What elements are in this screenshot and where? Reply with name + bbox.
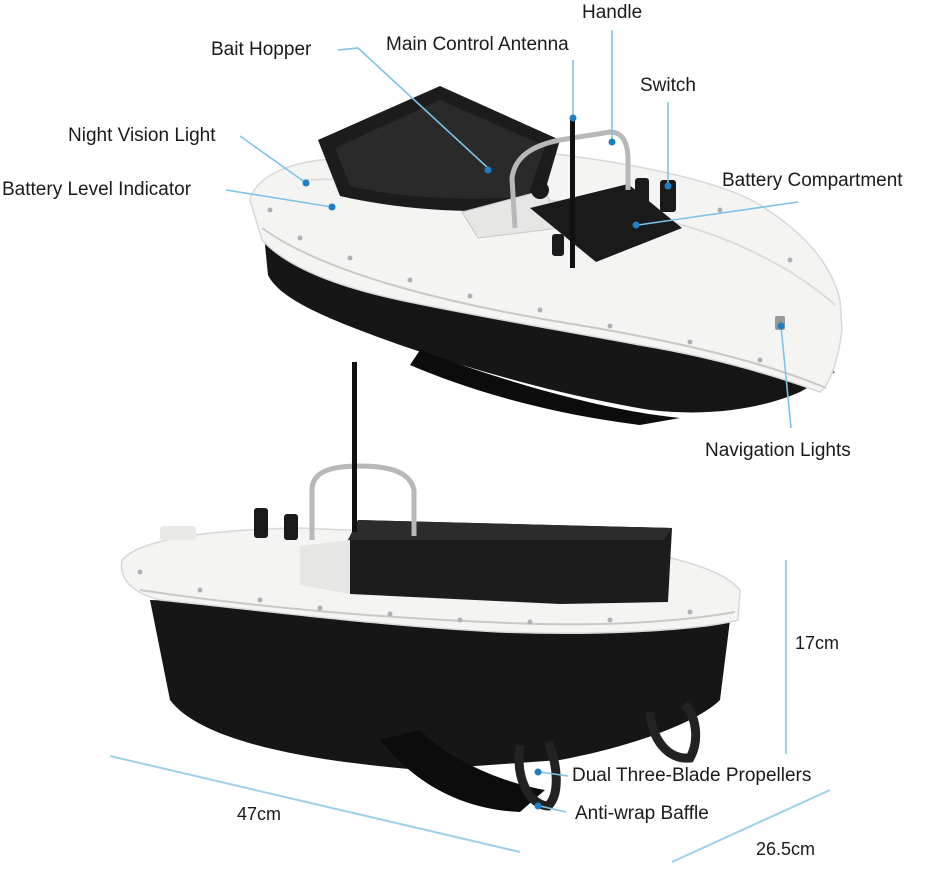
bottom-boat-plate (300, 540, 350, 594)
leader-baffle (539, 805, 567, 813)
dot-antenna (569, 114, 577, 122)
leader-battery-compartment (637, 201, 799, 226)
dimension-lines (109, 560, 831, 863)
leader-lines (225, 30, 799, 813)
label-dual-propellers: Dual Three-Blade Propellers (572, 765, 812, 786)
bottom-boat-tab (160, 526, 196, 540)
label-night-vision-light: Night Vision Light (68, 125, 216, 146)
top-boat-handle (509, 129, 631, 229)
bottom-boat-hopper-top (348, 520, 672, 540)
dimension-width-label: 26.5cm (756, 839, 816, 859)
label-switch: Switch (640, 75, 696, 96)
label-navigation-lights: Navigation Lights (705, 440, 851, 461)
top-boat-antenna (570, 120, 575, 268)
bottom-boat-knob-2 (284, 514, 298, 540)
leader-battery-level (225, 189, 333, 208)
top-boat-screws (267, 207, 793, 363)
leader-navigation (780, 325, 792, 429)
bottom-boat-handle (309, 463, 417, 540)
leader-night-vision (239, 135, 307, 184)
bottom-boat-stripe (139, 589, 736, 626)
dot-battery-level (328, 203, 336, 211)
top-boat-white-hull (249, 149, 843, 393)
label-main-control-antenna: Main Control Antenna (386, 34, 569, 55)
bottom-boat-keel (380, 730, 545, 812)
bottom-boat-hopper (348, 520, 672, 604)
dimension-width-line (671, 789, 831, 863)
leader-bait-hopper (337, 47, 489, 169)
boat-top-view (249, 86, 843, 425)
bottom-boat-dark-hull (150, 600, 730, 770)
label-battery-compartment: Battery Compartment (722, 170, 903, 191)
dot-battery-compartment (632, 221, 640, 229)
dot-bait-hopper (484, 166, 492, 174)
leader-propellers (539, 771, 569, 777)
top-boat-switch-knob (660, 180, 676, 212)
label-handle: Handle (582, 2, 643, 23)
bottom-boat-knob-1 (254, 508, 268, 538)
label-bait-hopper: Bait Hopper (211, 39, 312, 60)
bottom-boat-propellers (514, 700, 701, 811)
bottom-boat-antenna (352, 362, 357, 532)
boat-bottom-view (120, 362, 741, 812)
dot-switch (664, 182, 672, 190)
label-battery-level-indicator: Battery Level Indicator (2, 179, 192, 200)
dot-propellers (534, 768, 542, 776)
top-boat-knob-3 (552, 234, 564, 256)
dimension-length-line (109, 755, 521, 853)
top-boat-keel (410, 350, 680, 425)
top-boat-cap (531, 181, 549, 199)
leader-dots (302, 114, 785, 810)
label-anti-wrap-baffle: Anti-wrap Baffle (575, 803, 709, 824)
dot-baffle (534, 802, 542, 810)
dimension-length-label: 47cm (237, 804, 282, 824)
dot-night-vision (302, 179, 310, 187)
dot-handle (608, 138, 616, 146)
dot-navigation (777, 322, 785, 330)
top-boat-knob-1 (635, 178, 649, 212)
top-boat-hull-stripe (261, 227, 827, 389)
dimension-height-label: 17cm (795, 633, 840, 653)
top-boat-hopper-inner (335, 100, 545, 199)
bottom-boat-screws (137, 569, 693, 625)
